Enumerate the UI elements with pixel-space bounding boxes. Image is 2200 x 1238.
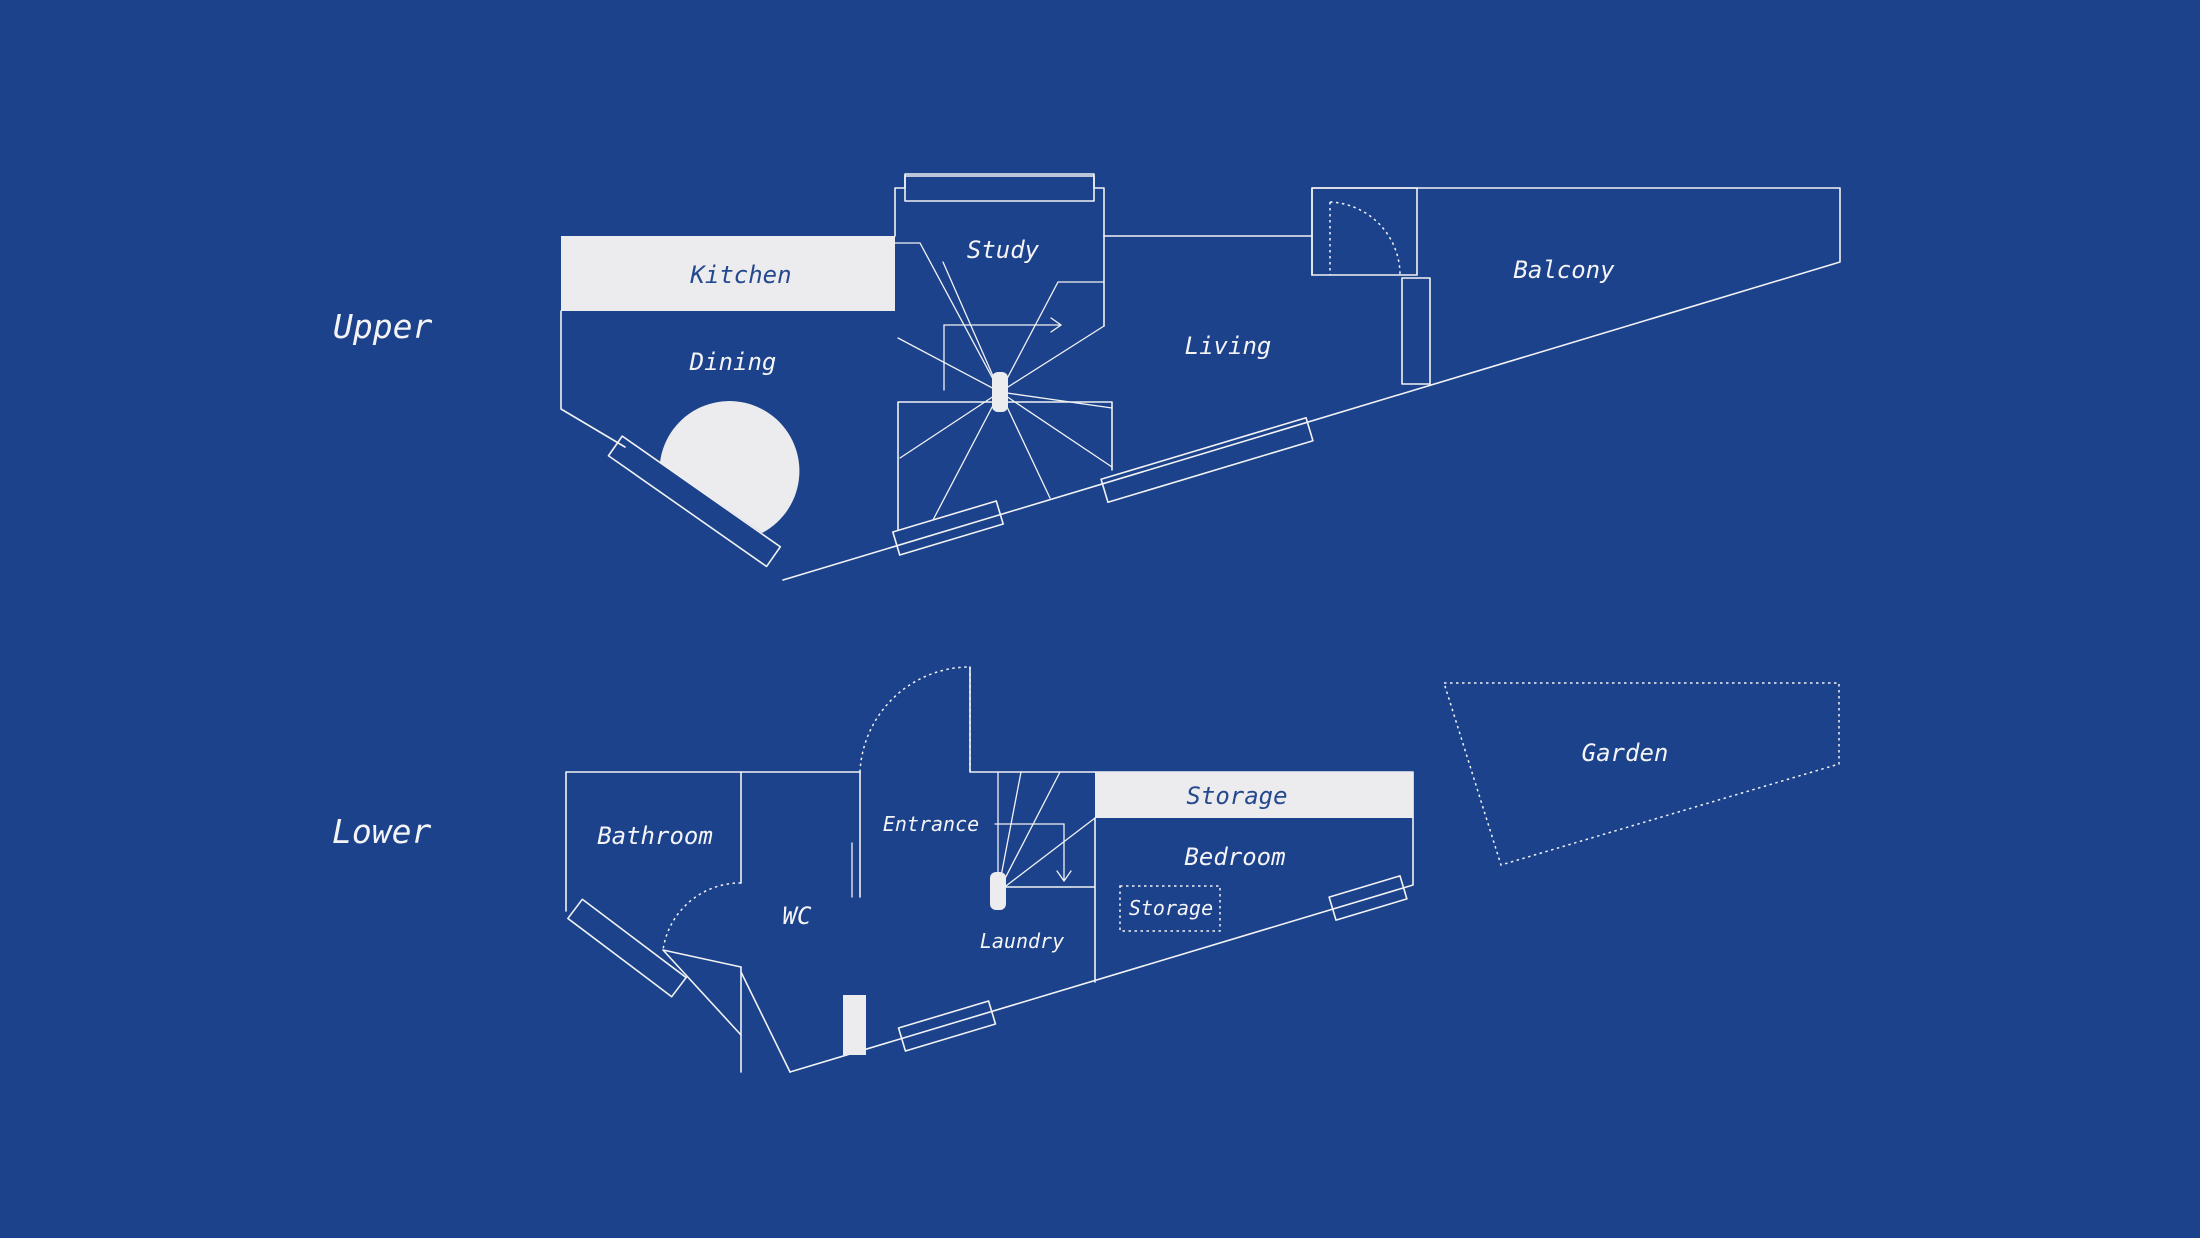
- lower-stair-enclosure: [997, 817, 1096, 983]
- upper-window-living: [1100, 416, 1314, 504]
- upper-spiral-stair: [894, 242, 1113, 521]
- floor-label-lower: Lower: [332, 812, 431, 851]
- room-label-storage-shelf: Storage: [1186, 782, 1287, 810]
- lower-window-laundry: [897, 1000, 997, 1052]
- storage-shelf: [1095, 772, 1413, 818]
- upper-window-stair: [892, 500, 1004, 556]
- lower-window-bedroom: [1328, 875, 1408, 921]
- upper-outer-wall-north: [894, 175, 1105, 237]
- upper-stair-enclosure: [897, 401, 1113, 531]
- kitchen-counter: [561, 236, 895, 311]
- garden-area: Garden: [1442, 682, 1840, 866]
- room-label-wc: WC: [783, 902, 812, 930]
- upper-stair-direction-arrow: [943, 317, 1063, 391]
- balcony-glass-panel: [1401, 277, 1431, 385]
- wall-bathroom-slant: [662, 949, 742, 1036]
- bathroom-door-swing: [662, 882, 742, 951]
- room-label-dining: Dining: [689, 348, 777, 376]
- room-label-study: Study: [967, 236, 1040, 264]
- lower-stair-newel: [990, 872, 1006, 910]
- room-label-garden: Garden: [1582, 739, 1669, 767]
- upper-floor: Kitchen Study Dining Living Balcony: [560, 173, 1841, 581]
- room-label-living: Living: [1185, 332, 1272, 360]
- room-label-bedroom: Bedroom: [1184, 843, 1285, 871]
- balcony-door-swing: [1329, 201, 1401, 276]
- lower-floor: Bathroom WC Entrance Laundry Storage Bed…: [565, 666, 1414, 1073]
- floor-label-upper: Upper: [333, 307, 432, 346]
- study-desk: [904, 173, 1095, 202]
- balcony-door-frame: [1311, 187, 1418, 276]
- storage-closet: [1119, 885, 1221, 932]
- dining-round-table: [660, 401, 800, 533]
- room-label-balcony: Balcony: [1513, 256, 1615, 284]
- wc-fixture: [843, 995, 866, 1055]
- bathroom-window: [567, 898, 687, 998]
- room-label-storage-closet: Storage: [1129, 896, 1213, 920]
- upper-outer-wall-west: [560, 310, 626, 448]
- garden-outline: [1442, 682, 1840, 866]
- upper-stair-newel: [992, 372, 1008, 412]
- lower-stair-direction-arrow: [994, 823, 1072, 883]
- room-label-entrance: Entrance: [883, 812, 979, 836]
- lower-outer-wall-west: [565, 771, 861, 912]
- room-label-laundry: Laundry: [980, 929, 1064, 953]
- room-label-bathroom: Bathroom: [597, 822, 713, 850]
- lower-spiral-stair: [990, 771, 1096, 910]
- entrance-door-swing: [859, 666, 971, 773]
- lower-entrance-wall: [969, 666, 1096, 773]
- room-label-kitchen: Kitchen: [689, 261, 791, 289]
- dining-window: [607, 435, 782, 568]
- lower-outer-wall-southwest: [740, 971, 791, 1073]
